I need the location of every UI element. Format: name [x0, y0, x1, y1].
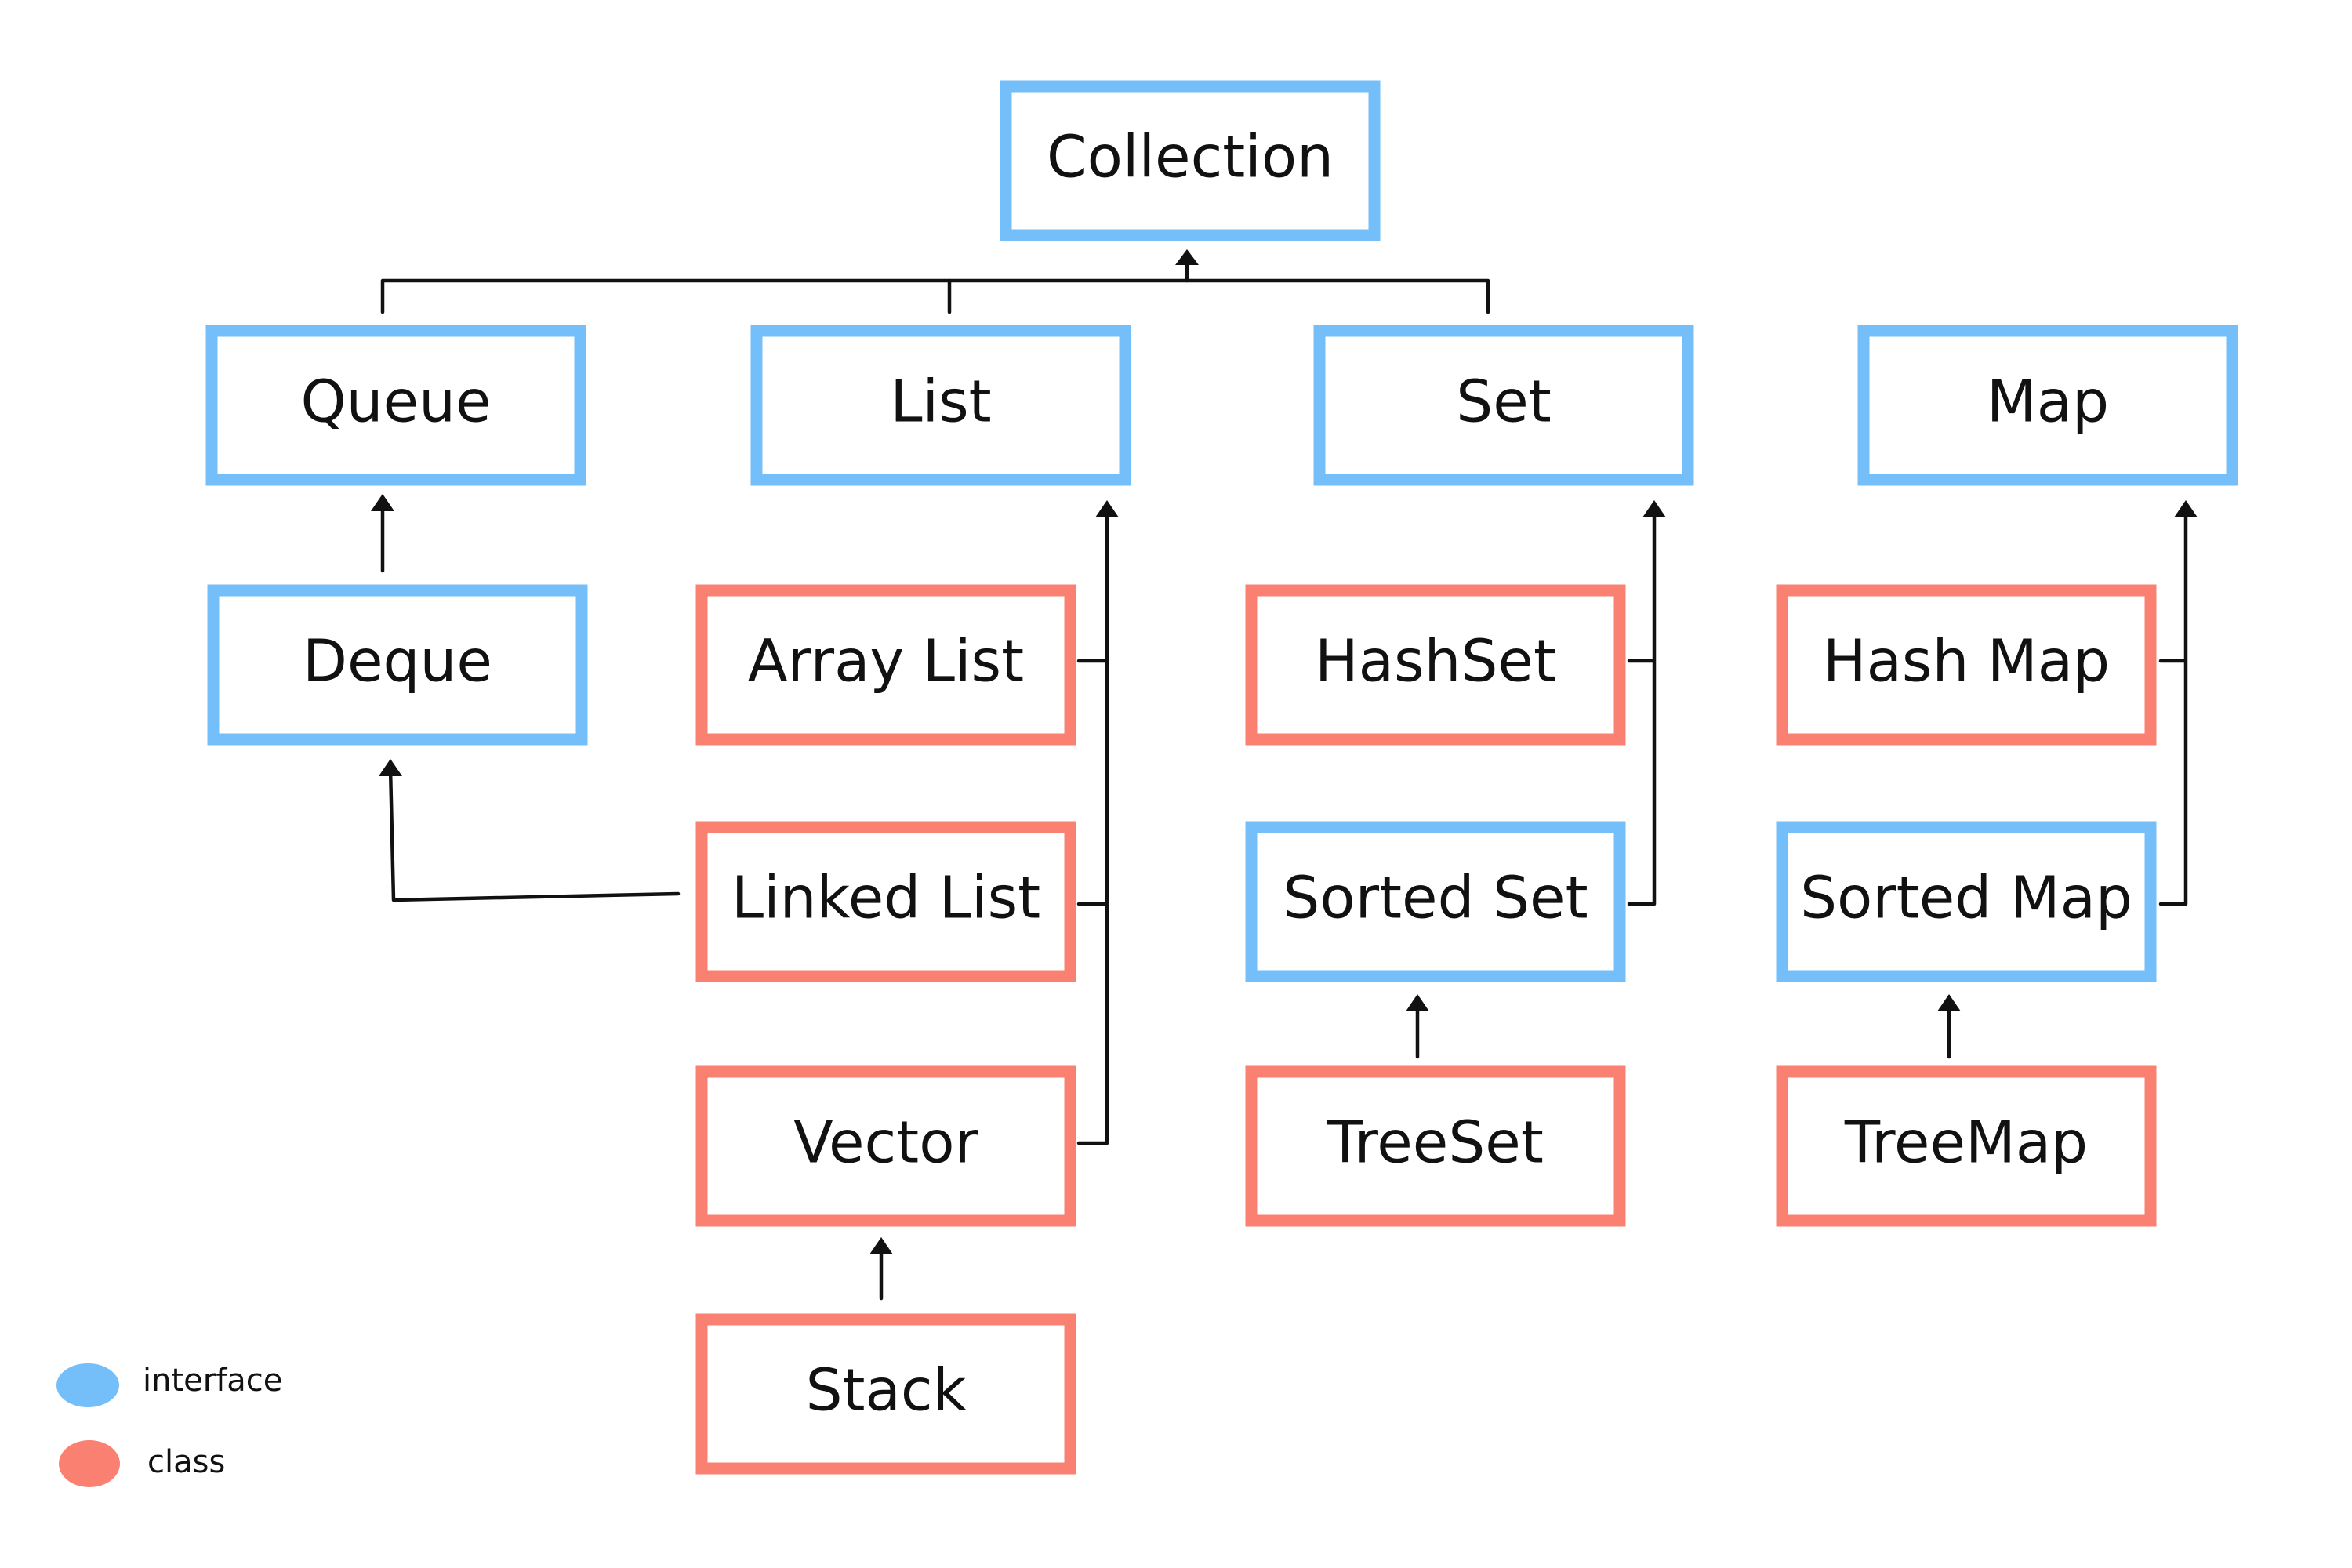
legend-class-swatch: [59, 1440, 120, 1487]
node-map-label: Map: [1987, 368, 2109, 436]
node-arraylist-label: Array List: [748, 628, 1024, 695]
arrowhead-sortedset: [1406, 994, 1429, 1011]
arrowhead-sortedmap: [1937, 994, 1961, 1011]
node-linkedlist-box: [695, 821, 1076, 982]
edge-collection-bus: [380, 278, 1490, 314]
node-linkedlist: Linked List: [695, 821, 1076, 982]
node-vector-label: Vector: [793, 1109, 978, 1177]
node-set-box: [1313, 325, 1694, 486]
node-hashset-box: [1245, 584, 1626, 746]
legend-class-label: class: [147, 1444, 225, 1480]
node-deque-box: [207, 584, 588, 746]
node-hashset: HashSet: [1245, 584, 1626, 746]
node-collection-box: [1000, 80, 1381, 241]
node-vector: Vector: [695, 1065, 1076, 1227]
node-sortedset-box: [1245, 821, 1626, 982]
node-sortedmap: Sorted Map: [1776, 821, 2157, 982]
node-stack-label: Stack: [806, 1357, 967, 1425]
node-hashmap-label: Hash Map: [1823, 628, 2110, 695]
node-hashset-label: HashSet: [1315, 628, 1556, 695]
edges: [371, 249, 2198, 1301]
legend-interface-label: interface: [143, 1363, 282, 1399]
legend-interface-swatch: [56, 1363, 119, 1407]
node-collection-label: Collection: [1047, 124, 1334, 191]
node-queue: Queue: [205, 325, 586, 486]
node-treemap: TreeMap: [1776, 1065, 2157, 1227]
node-deque: Deque: [207, 584, 588, 746]
node-arraylist: Array List: [695, 584, 1076, 746]
node-deque-label: Deque: [303, 628, 492, 695]
node-stack: Stack: [695, 1313, 1076, 1475]
arrowhead-set: [1642, 500, 1666, 517]
edge-map-implementations: [2158, 506, 2188, 906]
node-sortedmap-label: Sorted Map: [1800, 865, 2132, 932]
arrowhead-list: [1095, 500, 1119, 517]
node-stack-box: [695, 1313, 1076, 1475]
node-sortedmap-box: [1776, 821, 2157, 982]
node-treemap-label: TreeMap: [1844, 1109, 2088, 1177]
node-set-label: Set: [1456, 368, 1552, 436]
node-hashmap-box: [1776, 584, 2157, 746]
node-list: List: [750, 325, 1131, 486]
edge-list-implementations: [1076, 506, 1109, 1145]
node-hashmap: Hash Map: [1776, 584, 2157, 746]
node-collection: Collection: [1000, 80, 1381, 241]
node-queue-label: Queue: [300, 368, 491, 436]
node-arraylist-box: [695, 584, 1076, 746]
node-sortedset: Sorted Set: [1245, 821, 1626, 982]
node-map-box: [1857, 325, 2238, 486]
node-treemap-box: [1776, 1065, 2157, 1227]
node-map: Map: [1857, 325, 2238, 486]
edge-set-implementations: [1627, 506, 1657, 906]
nodes: Collection Queue List Set Map Deque Arra…: [205, 80, 2238, 1475]
node-list-label: List: [890, 368, 991, 436]
arrowhead-map: [2174, 500, 2198, 517]
arrowhead-vector: [869, 1237, 893, 1254]
arrowhead-deque: [379, 759, 402, 776]
node-queue-box: [205, 325, 586, 486]
node-treeset: TreeSet: [1245, 1065, 1626, 1227]
node-list-box: [750, 325, 1131, 486]
node-vector-box: [695, 1065, 1076, 1227]
legend: interface class: [56, 1363, 282, 1487]
node-treeset-label: TreeSet: [1327, 1109, 1544, 1177]
node-set: Set: [1313, 325, 1694, 486]
node-treeset-box: [1245, 1065, 1626, 1227]
edge-linkedlist-to-deque: [388, 766, 681, 902]
node-linkedlist-label: Linked List: [731, 865, 1040, 932]
arrowhead-queue: [371, 494, 394, 511]
node-sortedset-label: Sorted Set: [1283, 865, 1588, 932]
arrowhead-collection: [1175, 249, 1199, 265]
